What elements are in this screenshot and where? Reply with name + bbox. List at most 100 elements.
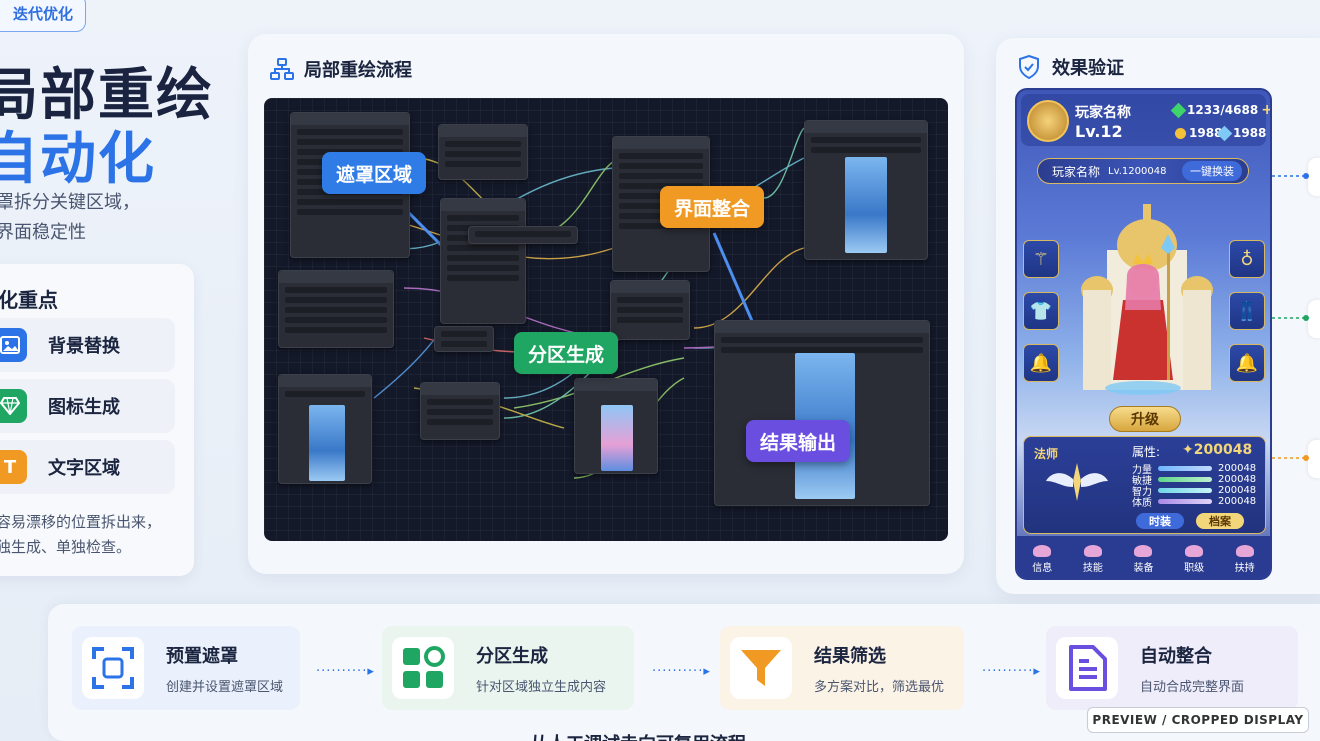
focus-card-title: 化重点 [0, 288, 58, 312]
node-preview-left[interactable] [278, 374, 372, 484]
gem-icon [0, 389, 27, 423]
gold-counter: 1988 [1175, 126, 1222, 140]
fashion-button[interactable]: 时装 [1136, 513, 1184, 529]
step-title: 自动整合 [1140, 645, 1212, 667]
class-name: 法师 [1034, 447, 1059, 461]
section-tag: 迭代优化 [0, 0, 86, 32]
node-small[interactable] [434, 326, 494, 352]
page-subtitle: 罩拆分关键区域， 界面稳定性 [0, 188, 140, 248]
label-mask-area: 遮罩区域 [322, 152, 427, 194]
connector-lines [1272, 173, 1309, 461]
player-header: 玩家名称 Lv.12 1233/4688 + 1988 1988 [1021, 94, 1270, 146]
step-desc: 针对区域独立生成内容 [476, 679, 607, 695]
bell-slot-icon[interactable]: 🔔 [1023, 344, 1059, 382]
nav-label: 扶持 [1234, 563, 1255, 574]
focus-item-label: 文字区域 [48, 458, 120, 479]
focus-item-label: 图标生成 [48, 397, 120, 418]
image-icon [0, 328, 27, 362]
attr-total-value: 200048 [1193, 442, 1253, 458]
nav-equipment[interactable]: 装备 [1133, 545, 1153, 574]
attr-label: 属性: [1132, 445, 1161, 459]
focus-item-icon-gen[interactable]: 图标生成 [0, 379, 175, 433]
diamond-counter: 1988 [1216, 125, 1267, 141]
step-desc: 自动合成完整界面 [1140, 679, 1245, 695]
pants-slot-icon[interactable]: 👖 [1229, 292, 1265, 330]
lotus-icon [1083, 545, 1102, 557]
node-sampler-2[interactable] [420, 382, 500, 440]
lotus-icon [1134, 545, 1153, 557]
step-result-filter[interactable]: 结果筛选多方案对比，筛选最优 [720, 626, 964, 710]
focus-item-label: 背景替换 [48, 336, 120, 357]
bell-slot-icon[interactable]: 🔔 [1229, 344, 1265, 382]
staff-slot-icon[interactable]: ⚚ [1023, 240, 1059, 278]
archive-button[interactable]: 档案 [1196, 513, 1244, 529]
node-preview-mid[interactable] [574, 378, 658, 474]
step-title: 预置遮罩 [166, 645, 238, 667]
gold-coin-icon [1175, 127, 1186, 139]
nav-info[interactable]: 信息 [1032, 545, 1052, 574]
lotus-icon [1033, 545, 1052, 557]
node-control[interactable] [610, 280, 690, 340]
name-bar-level: Lv.1200048 [1108, 165, 1167, 177]
necklace-slot-icon[interactable]: ♁ [1229, 240, 1265, 278]
connector-tab [1308, 440, 1320, 478]
stat-value: 200048 [1218, 485, 1257, 496]
note-line1: 容易漂移的位置拆出来， [0, 513, 162, 531]
game-ui-preview: 玩家名称 Lv.12 1233/4688 + 1988 1988 玩家名称 Lv… [1015, 88, 1272, 580]
stat-name: 智力 [1132, 487, 1152, 498]
node-text[interactable] [468, 226, 578, 244]
document-icon [1056, 637, 1118, 699]
flow-icon [270, 58, 294, 80]
nav-rank[interactable]: 职级 [1184, 545, 1204, 574]
stat-name: 力量 [1132, 465, 1152, 476]
text-icon: T [0, 450, 27, 484]
mask-frame-icon [82, 637, 144, 699]
nav-label: 职级 [1184, 563, 1205, 574]
nav-support[interactable]: 扶持 [1235, 545, 1255, 574]
grid-icon [392, 637, 454, 699]
diamond-icon [1216, 125, 1233, 141]
node-mask[interactable] [440, 198, 526, 324]
page-title-line2: 自动化 [0, 127, 156, 192]
stat-value: 200048 [1218, 474, 1257, 485]
verify-title-text: 效果验证 [1052, 58, 1124, 79]
armor-slot-icon[interactable]: 👕 [1023, 292, 1059, 330]
nav-skills[interactable]: 技能 [1083, 545, 1103, 574]
focus-item-text[interactable]: T 文字区域 [0, 440, 175, 494]
focus-note: 容易漂移的位置拆出来， 独生成、单独检查。 [0, 510, 161, 560]
stat-name: 敏捷 [1132, 476, 1152, 487]
node-prompt[interactable] [438, 124, 528, 180]
node-sampler[interactable] [278, 270, 394, 348]
outfit-button[interactable]: 一键换装 [1182, 161, 1242, 181]
player-level: Lv.12 [1075, 122, 1123, 141]
step-auto-merge[interactable]: 自动整合自动合成完整界面 [1046, 626, 1298, 710]
node-graph-canvas[interactable]: 遮罩区域 界面整合 分区生成 结果输出 [264, 98, 948, 541]
focus-item-background[interactable]: 背景替换 [0, 318, 175, 372]
arrow-icon: ··········▸ [652, 664, 711, 679]
player-name: 玩家名称 [1075, 105, 1131, 121]
bottom-nav: 信息 技能 装备 职级 扶持 [1017, 536, 1270, 578]
diamond-value: 1988 [1233, 126, 1267, 140]
stat-bar [1158, 488, 1212, 493]
plus-icon[interactable]: + [1261, 102, 1272, 118]
gold-value: 1988 [1189, 126, 1223, 140]
gem-value: 1233/4688 [1187, 103, 1259, 117]
arrow-icon: ··········▸ [316, 664, 375, 679]
step-title: 结果筛选 [814, 645, 886, 667]
node-preview-top[interactable] [804, 120, 928, 260]
step-preset-mask[interactable]: 预置遮罩创建并设置遮罩区域 [72, 626, 300, 710]
arrow-icon: ··········▸ [982, 664, 1041, 679]
gem-counter: 1233/4688 + [1170, 102, 1272, 118]
bottom-caption: 从人工调试走向可复用流程 [530, 730, 746, 741]
upgrade-button[interactable]: 升级 [1109, 406, 1181, 432]
stat-row: 智力 200048 [1132, 485, 1257, 498]
subtitle-line1: 罩拆分关键区域， [0, 192, 140, 213]
step-desc: 多方案对比，筛选最优 [814, 679, 945, 695]
note-line2: 独生成、单独检查。 [0, 538, 132, 556]
connector-tab [1308, 300, 1320, 338]
avatar[interactable] [1027, 100, 1069, 142]
step-zone-generate[interactable]: 分区生成针对区域独立生成内容 [382, 626, 634, 710]
node-output[interactable] [714, 320, 930, 506]
stat-bar [1158, 477, 1212, 482]
stat-value: 200048 [1218, 496, 1257, 507]
